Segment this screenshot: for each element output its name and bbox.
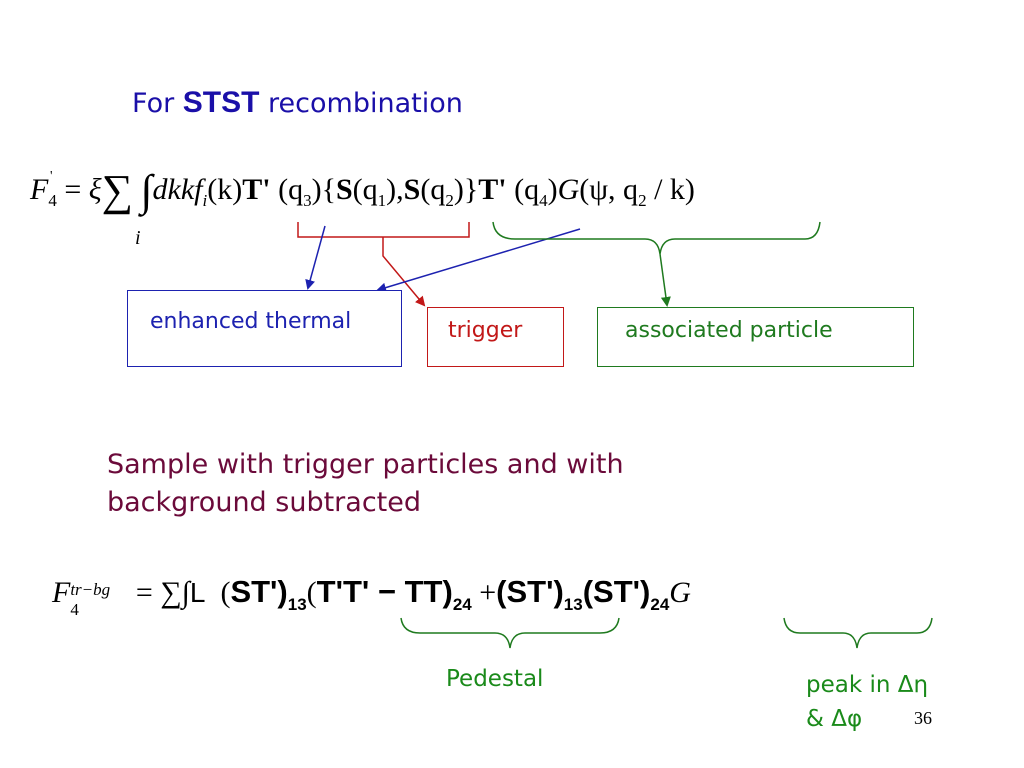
eq1-S1: S	[335, 173, 353, 206]
eq1-q4: (q	[514, 173, 540, 206]
eq1-q3-close: ){	[311, 173, 336, 206]
eq1-q2: (q	[420, 173, 446, 206]
eq1-q3-sub: 3	[303, 191, 312, 210]
eq2-term1: ST')	[230, 574, 288, 609]
eq2-open1: (	[220, 576, 231, 609]
eq1-sum: ∑	[101, 166, 133, 215]
eq1-q4-close: )	[547, 173, 558, 206]
eq1-F-sub: 4	[48, 191, 57, 210]
eq1-q2-close: )}	[453, 173, 479, 206]
associated-particle-box: associated particle	[597, 307, 914, 367]
associated-arrow	[659, 253, 671, 307]
eq1-q3: (q	[278, 173, 304, 206]
enhanced-thermal-box: enhanced thermal	[127, 290, 402, 367]
trigger-box: trigger	[427, 307, 564, 367]
eq1-G-args: (ψ, q	[579, 173, 639, 206]
eq1-sum-index: i	[135, 227, 141, 249]
eq1-F: F	[30, 173, 49, 206]
eq2-term3: (ST')	[496, 574, 564, 609]
eq2-plus: +	[479, 576, 497, 609]
peak-line-1: peak in Δη	[806, 672, 929, 698]
eq2-term4: (ST')	[582, 574, 651, 609]
eq1-q4-sub: 4	[539, 191, 548, 210]
eq2-equals: =	[135, 576, 153, 609]
eq2-open2: (	[306, 576, 317, 609]
eq1-body-a-sub: i	[202, 191, 208, 210]
eq1-T1: T'	[242, 173, 271, 206]
eq2-term2-sub: 24	[452, 595, 472, 614]
eq2-F-sup: tr−bg	[70, 580, 111, 599]
enhanced-thermal-label: enhanced thermal	[150, 309, 352, 334]
peak-label: peak in Δη & Δφ	[806, 668, 928, 736]
eq2-term3-sub: 13	[563, 595, 583, 614]
associated-brace	[492, 221, 821, 255]
title-suffix: recombination	[259, 88, 463, 119]
eq1-G: G	[557, 173, 580, 206]
peak-brace	[783, 617, 933, 649]
eq2-L: L	[189, 577, 206, 608]
eq1-S2: S	[403, 173, 421, 206]
eq2-term4-sub: 24	[650, 595, 670, 614]
peak-line-2: & Δφ	[806, 706, 863, 732]
eq1-F-prime: '	[50, 169, 53, 184]
eq1-body-a: dkkf	[152, 173, 203, 206]
eq1-q1-sub: 1	[377, 191, 387, 210]
thermal-arrow-2	[376, 228, 581, 293]
title-bold: STST	[182, 86, 260, 119]
eq1-G-args-close: / k)	[646, 173, 695, 206]
eq2-G: G	[669, 576, 691, 609]
thermal-arrow-1	[305, 225, 326, 290]
eq1-q1: (q	[352, 173, 378, 206]
eq1-q2-sub: 2	[445, 191, 454, 210]
slide-title: For STST recombination	[132, 86, 463, 120]
eq1-xi: ξ	[88, 173, 102, 206]
pedestal-brace	[400, 617, 620, 649]
eq1-body-b: (k)	[207, 173, 243, 206]
title-prefix: For	[132, 88, 183, 119]
eq1-equals: =	[64, 173, 82, 206]
eq1-T2: T'	[478, 173, 507, 206]
trigger-arrow	[382, 237, 426, 307]
eq1-q1-close: ),	[386, 173, 404, 206]
eq1-G-args-sub: 2	[638, 191, 647, 210]
eq2-term2: T'T' − TT)	[316, 574, 453, 609]
eq2-F-sub: 4	[70, 600, 79, 619]
sample-description: Sample with trigger particles and with b…	[107, 449, 624, 518]
eq2-F: F	[52, 576, 71, 609]
page-number: 36	[914, 708, 932, 728]
trigger-label: trigger	[448, 318, 523, 343]
eq2-sumint: ∑∫	[160, 576, 190, 609]
eq2-term1-sub: 13	[287, 595, 307, 614]
eq1-integral: ∫	[140, 166, 153, 215]
associated-particle-label: associated particle	[625, 318, 833, 343]
pedestal-label: Pedestal	[446, 666, 544, 692]
equation-stst: F4 = ξ∑ ∫dkkfi(k)T' (q3){S(q1),S(q2)}T' …	[30, 169, 695, 221]
